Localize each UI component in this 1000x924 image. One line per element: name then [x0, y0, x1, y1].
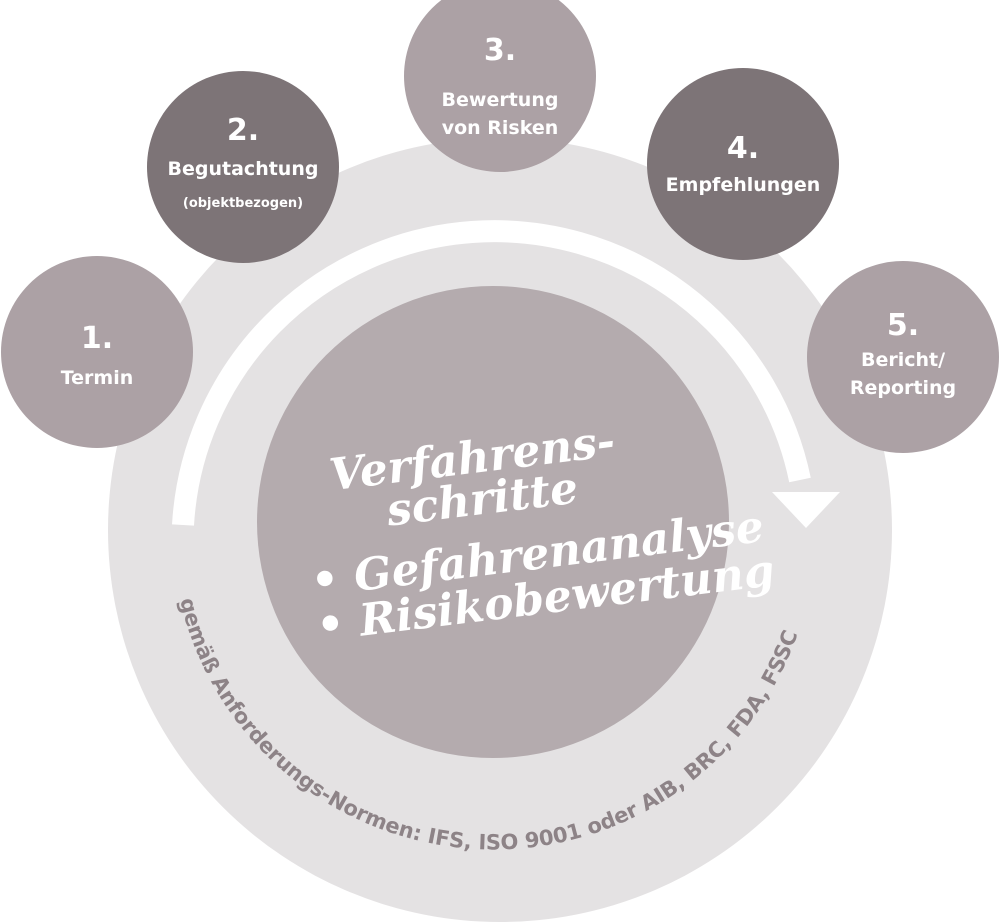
svg-text:5.: 5. [887, 308, 919, 343]
step-2: 2. Begutachtung (objektbezogen) [147, 71, 339, 263]
svg-text:1.: 1. [81, 321, 113, 356]
svg-text:Bewertung: Bewertung [442, 89, 559, 111]
svg-text:Reporting: Reporting [850, 377, 956, 399]
svg-text:Bericht/: Bericht/ [861, 349, 945, 371]
svg-text:4.: 4. [727, 131, 759, 166]
arrow-head-icon [772, 492, 840, 528]
svg-text:von Risken: von Risken [442, 117, 559, 139]
step-5: 5. Bericht/ Reporting [807, 261, 999, 453]
process-arrow-arc [172, 220, 811, 526]
svg-text:Begutachtung: Begutachtung [168, 158, 319, 180]
svg-text:3.: 3. [484, 33, 516, 68]
step-1: 1. Termin [1, 256, 193, 448]
svg-text:Empfehlungen: Empfehlungen [666, 174, 821, 196]
svg-text:(objektbezogen): (objektbezogen) [183, 196, 303, 211]
inner-circle [257, 286, 729, 758]
step-4: 4. Empfehlungen [647, 68, 839, 260]
svg-text:2.: 2. [227, 113, 259, 148]
step-3: 3. Bewertung von Risken [404, 0, 596, 172]
svg-text:Termin: Termin [61, 367, 134, 389]
